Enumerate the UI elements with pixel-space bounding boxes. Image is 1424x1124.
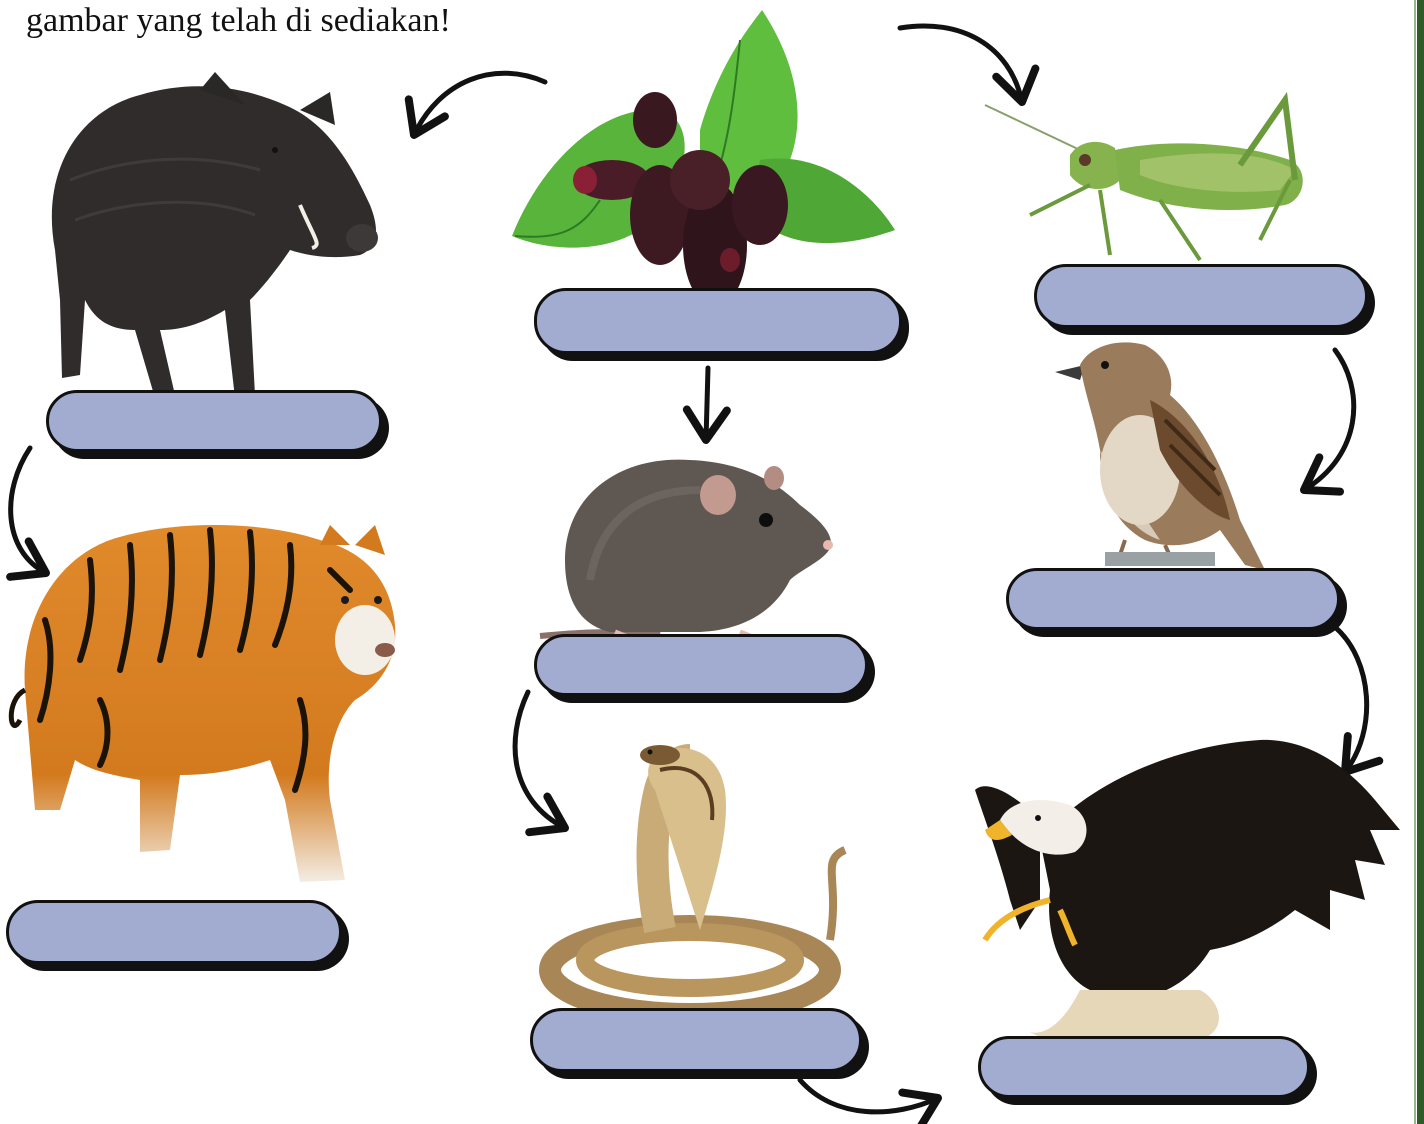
rat-icon <box>540 460 833 642</box>
label-field-snake[interactable] <box>530 1008 862 1072</box>
tiger-icon <box>11 525 395 882</box>
sparrow-icon <box>1055 342 1265 570</box>
grasshopper-icon <box>985 100 1303 260</box>
label-field-tiger[interactable] <box>6 900 342 964</box>
label-field-sparrow[interactable] <box>1006 568 1340 630</box>
arrow-icon <box>1336 628 1367 772</box>
label-field-boar[interactable] <box>46 390 382 452</box>
mulberry-icon <box>512 10 895 307</box>
eagle-icon <box>975 740 1400 1047</box>
arrow-icon <box>800 1080 938 1112</box>
arrow-icon <box>414 73 545 135</box>
arrow-icon <box>706 368 708 440</box>
arrow-icon <box>1304 350 1354 490</box>
snake-icon <box>550 745 845 1014</box>
label-field-eagle[interactable] <box>978 1036 1310 1098</box>
boar-icon <box>52 72 378 398</box>
arrow-icon <box>900 26 1022 102</box>
arrow-icon <box>515 692 565 828</box>
label-field-grasshopper[interactable] <box>1034 264 1368 328</box>
arrow-icon <box>11 448 46 573</box>
label-field-rat[interactable] <box>534 634 868 696</box>
label-field-mulberry[interactable] <box>534 288 902 354</box>
